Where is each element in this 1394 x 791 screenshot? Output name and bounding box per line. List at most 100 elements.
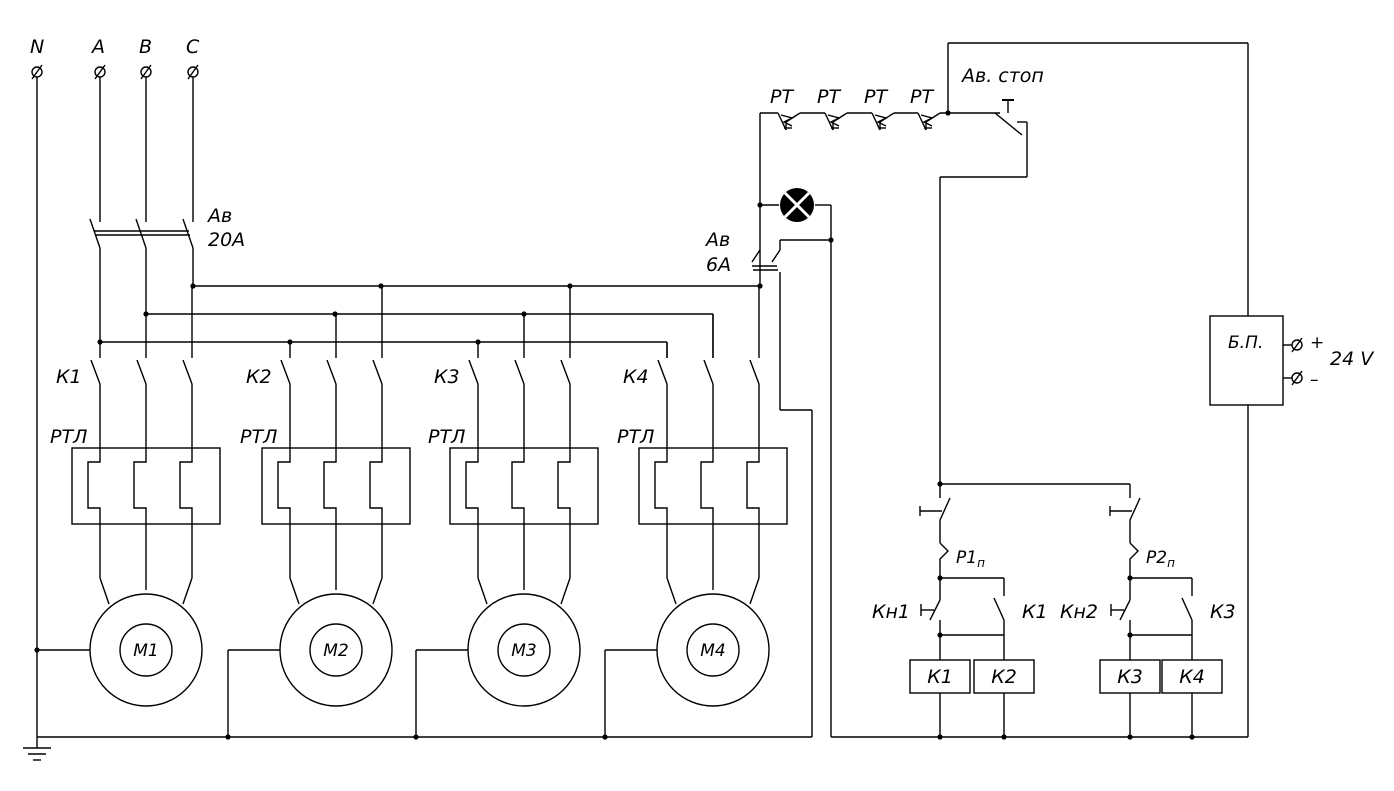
- terminal-plus: [1291, 337, 1303, 353]
- contactor-2: К2: [246, 359, 383, 448]
- rt-contact-2: РТ: [817, 86, 872, 131]
- thermal-relay-contacts: РТ РТ РТ РТ: [770, 86, 941, 131]
- motor-3-icon: М3: [467, 593, 581, 707]
- junction-dot: [602, 734, 608, 740]
- svg-text:К1: К1: [927, 666, 953, 688]
- contactor-label: К1: [56, 366, 82, 388]
- junction-dot: [1127, 734, 1133, 740]
- neutral-line: [36, 77, 813, 738]
- coil-k4: К4: [1161, 659, 1223, 694]
- emergency-stop: Ав. стоп: [939, 65, 1044, 484]
- psu-label: Б.П.: [1228, 333, 1263, 353]
- junction-dot: [475, 339, 481, 345]
- thermal-relay-2: РТЛ: [240, 426, 411, 525]
- junction-dot: [413, 734, 419, 740]
- coil-k2: К2: [973, 659, 1035, 694]
- rt-contact-3: РТ: [864, 86, 918, 131]
- junction-dot: [937, 734, 943, 740]
- junction-dot: [567, 283, 573, 289]
- button-kn2-label: Кн2: [1060, 601, 1098, 623]
- motor-2-icon: М2: [279, 593, 393, 707]
- junction-dot: [828, 237, 834, 243]
- junction-dot: [1001, 734, 1007, 740]
- power-supply: Б.П. + – 24 V: [1209, 315, 1375, 406]
- terminal-minus: [1291, 370, 1303, 386]
- junction-dot: [757, 283, 763, 289]
- thermal-relay-label: РТЛ: [428, 426, 465, 448]
- bus-bars: [100, 285, 760, 358]
- svg-text:К2: К2: [991, 666, 1017, 688]
- rt-label: РТ: [817, 86, 841, 108]
- indicator-lamp-icon: [760, 188, 831, 222]
- contactor-label: К4: [623, 366, 649, 388]
- junction-dot: [287, 339, 293, 345]
- contactor-3: К3: [434, 359, 571, 448]
- control-breaker: Ав 6А: [704, 205, 832, 737]
- junction-dot: [937, 575, 943, 581]
- relay-p2-label: Р2п: [1146, 548, 1175, 570]
- junction-dot: [1127, 575, 1133, 581]
- junction-dot: [937, 632, 943, 638]
- coil-k3: К3: [1099, 659, 1161, 694]
- motor-label: М1: [133, 641, 158, 661]
- ground-symbol: [23, 737, 51, 761]
- thermal-relay-label: РТЛ: [617, 426, 654, 448]
- contactor-label: К3: [434, 366, 460, 388]
- junction-dot: [1127, 632, 1133, 638]
- junction-dot: [757, 202, 763, 208]
- junction-dot: [332, 311, 338, 317]
- junction-dot: [937, 481, 943, 487]
- junction-dot: [1189, 734, 1195, 740]
- supply-terminals: N A B C: [30, 36, 200, 80]
- svg-text:К3: К3: [1117, 666, 1143, 688]
- junction-dot: [97, 339, 103, 345]
- thermal-relay-1: РТЛ: [50, 426, 221, 525]
- label-b: B: [139, 36, 152, 58]
- psu-minus: –: [1310, 370, 1319, 390]
- motor-label: М4: [700, 641, 725, 661]
- psu-voltage: 24 V: [1330, 348, 1375, 370]
- rt-contact-1: РТ: [770, 86, 825, 131]
- rt-label: РТ: [770, 86, 794, 108]
- main-breaker-rating: 20А: [208, 229, 245, 251]
- junction-dot: [143, 311, 149, 317]
- motor-label: М2: [323, 641, 348, 661]
- contactor-label: К2: [246, 366, 272, 388]
- junction-dot: [378, 283, 384, 289]
- relay-p1-label: Р1п: [956, 548, 985, 570]
- button-kn1-label: Кн1: [872, 601, 910, 623]
- thermal-relay-3: РТЛ: [428, 426, 599, 525]
- coil-k1: К1: [909, 659, 971, 694]
- psu-feed: [831, 42, 1249, 738]
- motor-label: М3: [511, 641, 536, 661]
- thermal-relay-label: РТЛ: [50, 426, 87, 448]
- contactor-4: К4: [623, 359, 760, 448]
- rt-label: РТ: [910, 86, 934, 108]
- junction-dot: [190, 283, 196, 289]
- main-breaker-name: Ав: [206, 205, 232, 227]
- contact-k1-label: К1: [1022, 601, 1048, 623]
- motor-1-icon: М1: [89, 593, 203, 707]
- terminal-c: [187, 64, 199, 80]
- junction-dot: [945, 110, 951, 116]
- terminal-n: [31, 64, 43, 80]
- thermal-relay-label: РТЛ: [240, 426, 277, 448]
- control-breaker-rating: 6А: [706, 254, 731, 276]
- terminal-b: [140, 64, 152, 80]
- terminal-a: [94, 64, 106, 80]
- junction-dot: [521, 311, 527, 317]
- psu-plus: +: [1310, 333, 1324, 353]
- motor-4-icon: М4: [656, 593, 770, 707]
- control-circuit: Р1п Кн1 К1 Р2п Кн2 К3: [872, 483, 1236, 737]
- rt-label: РТ: [864, 86, 888, 108]
- estop-label: Ав. стоп: [960, 65, 1044, 87]
- junction-dot: [225, 734, 231, 740]
- label-c: C: [186, 36, 200, 58]
- junction-dots: [34, 110, 1195, 740]
